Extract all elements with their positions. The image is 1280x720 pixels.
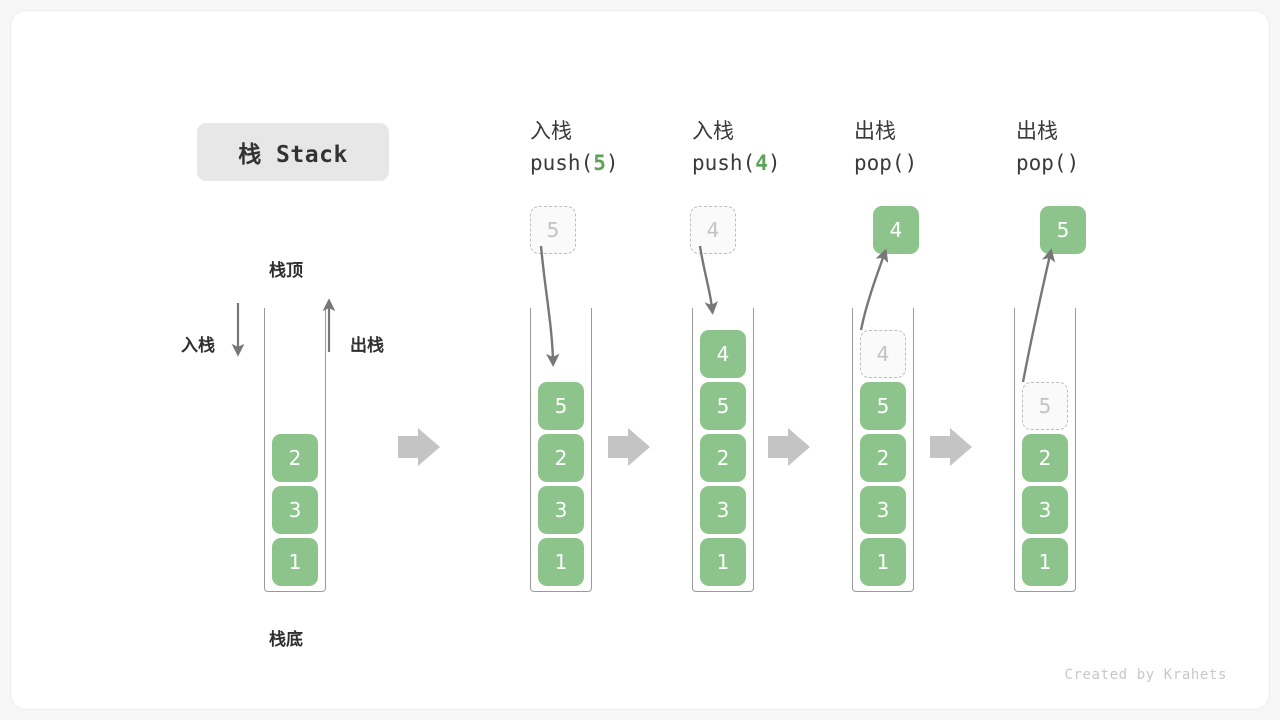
stack-cell: 1 — [538, 538, 584, 586]
stack-cell: 1 — [860, 538, 906, 586]
stage-header-cn: 入栈 — [530, 119, 572, 143]
stack-cell: 2 — [860, 434, 906, 482]
code-suffix: ) — [904, 151, 918, 175]
stage-header-code: push(5) — [530, 146, 710, 180]
popped-element: 5 — [1040, 206, 1086, 254]
code-prefix: push( — [530, 151, 594, 175]
code-prefix: push( — [692, 151, 756, 175]
diagram-card: 栈 Stack 栈顶 栈底 入栈 出栈 2 3 1 入栈 push(5) 5 5… — [10, 10, 1270, 710]
stack-cell: 5 — [538, 382, 584, 430]
stage-header-push-4: 入栈 push(4) — [692, 116, 872, 180]
code-suffix: ) — [605, 151, 619, 175]
stack-cell: 1 — [272, 538, 318, 586]
stage-header-cn: 出栈 — [1016, 119, 1058, 143]
stack-container-pop-5 — [1014, 308, 1076, 592]
stack-container-pop-4 — [852, 308, 914, 592]
push-direction-label: 入栈 — [181, 336, 215, 356]
stack-cell: 4 — [860, 330, 906, 378]
stack-cell: 2 — [538, 434, 584, 482]
pop-direction-label: 出栈 — [350, 336, 384, 356]
stack-cell: 3 — [1022, 486, 1068, 534]
stack-cell: 5 — [1022, 382, 1068, 430]
stack-cell: 2 — [1022, 434, 1068, 482]
stack-cell: 3 — [272, 486, 318, 534]
stack-cell: 1 — [1022, 538, 1068, 586]
stage-header-cn: 出栈 — [854, 119, 896, 143]
stack-cell: 2 — [700, 434, 746, 482]
code-arg: 5 — [593, 151, 606, 175]
title-badge: 栈 Stack — [197, 123, 389, 181]
stack-cell: 3 — [700, 486, 746, 534]
pending-element: 5 — [530, 206, 576, 254]
popped-element: 4 — [873, 206, 919, 254]
stack-cell: 3 — [860, 486, 906, 534]
code-prefix: pop( — [1016, 151, 1067, 175]
stage-header-pop-5: 出栈 pop() — [1016, 116, 1196, 180]
stage-header-pop-4: 出栈 pop() — [854, 116, 1034, 180]
stack-cell: 2 — [272, 434, 318, 482]
stage-header-code: pop() — [854, 146, 1034, 180]
stack-cell: 3 — [538, 486, 584, 534]
stage-header-push-5: 入栈 push(5) — [530, 116, 710, 180]
footer-credit: Created by Krahets — [1064, 667, 1227, 683]
code-arg: 4 — [755, 151, 768, 175]
stack-cell: 5 — [700, 382, 746, 430]
stack-cell: 5 — [860, 382, 906, 430]
code-suffix: ) — [767, 151, 781, 175]
stack-container-initial — [264, 308, 326, 592]
stack-cell: 1 — [700, 538, 746, 586]
pending-element: 4 — [690, 206, 736, 254]
stage-header-cn: 入栈 — [692, 119, 734, 143]
stack-container-push-5 — [530, 308, 592, 592]
stack-cell: 4 — [700, 330, 746, 378]
stage-header-code: pop() — [1016, 146, 1196, 180]
code-prefix: pop( — [854, 151, 905, 175]
stack-container-push-4 — [692, 308, 754, 592]
stack-top-label: 栈顶 — [269, 261, 303, 281]
code-suffix: ) — [1066, 151, 1080, 175]
stage-header-code: push(4) — [692, 146, 872, 180]
stack-bottom-label: 栈底 — [269, 630, 303, 650]
